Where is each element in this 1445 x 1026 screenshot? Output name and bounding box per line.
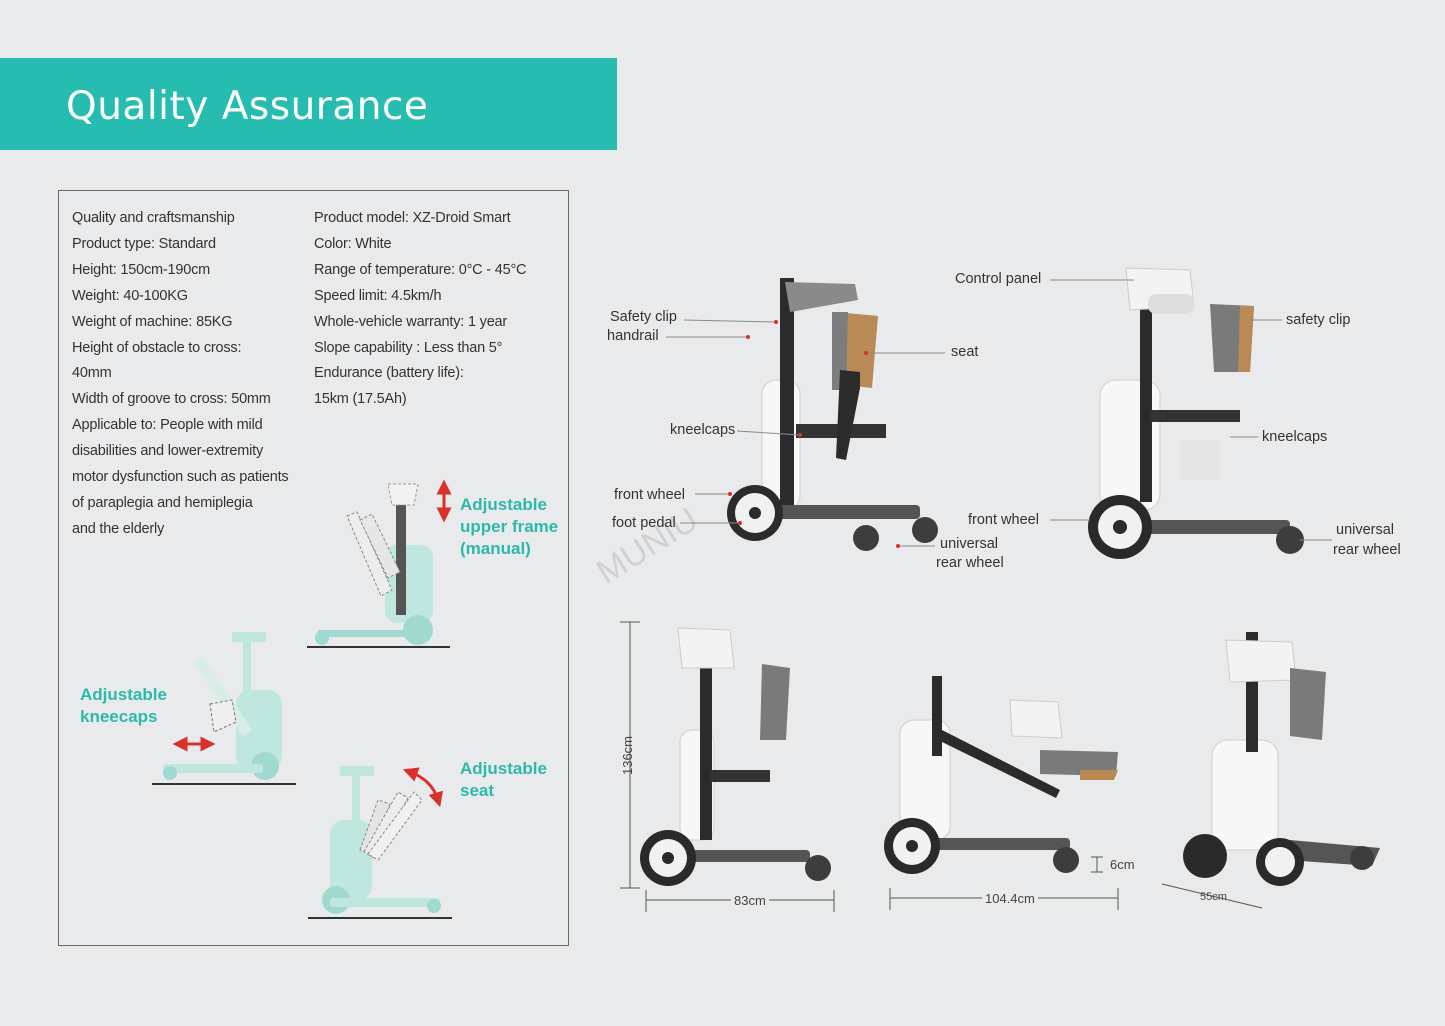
- seat-diagram: [308, 766, 452, 919]
- spec-item: Product type: Standard: [72, 235, 216, 252]
- kneecaps-diagram: [152, 632, 296, 785]
- label-line: Adjustable: [80, 685, 167, 704]
- spec-item: Weight of machine: 85KG: [72, 313, 233, 330]
- callout-universal: universal: [1336, 522, 1395, 538]
- spec-item: Endurance (battery life):: [314, 365, 464, 382]
- spec-box: [58, 190, 569, 946]
- callout-front-wheel: front wheel: [614, 487, 685, 503]
- callout-dots-left: [728, 320, 900, 548]
- spec-item: Height of obstacle to cross:: [72, 339, 242, 356]
- spec-item: Product model: XZ-Droid Smart: [314, 210, 511, 226]
- adjustable-kneecaps-label: Adjustable kneecaps: [80, 684, 167, 728]
- product-photo-dim-b: [884, 676, 1119, 910]
- adjustable-upper-frame-label: Adjustable upper frame (manual): [460, 494, 558, 560]
- spec-item: Color: White: [314, 235, 392, 252]
- callout-control-panel: Control panel: [955, 271, 1042, 287]
- label-line: Adjustable: [460, 759, 547, 778]
- upper-frame-diagram: [307, 479, 452, 648]
- callout-handrail: handrail: [607, 328, 659, 344]
- dim-width: 55cm: [1200, 891, 1227, 903]
- label-line: (manual): [460, 539, 531, 558]
- spec-list-right: Product model: XZ-Droid Smart Color: Whi…: [314, 206, 527, 413]
- callout-seat: seat: [951, 344, 979, 360]
- spec-item: Range of temperature: 0°C - 45°C: [314, 261, 527, 278]
- callout-safety-clip: Safety clip: [610, 309, 677, 325]
- spec-item: Whole-vehicle warranty: 1 year: [314, 313, 508, 330]
- adjustable-seat-label: Adjustable seat: [460, 758, 547, 802]
- callout-kneelcaps: kneelcaps: [670, 422, 736, 438]
- callout-kneelcaps: kneelcaps: [1262, 429, 1328, 445]
- spec-item: motor dysfunction such as patients: [72, 469, 289, 486]
- spec-item: and the elderly: [72, 520, 165, 537]
- spec-item: 40mm: [72, 365, 112, 382]
- callout-lines-left: [666, 319, 945, 547]
- dim-clearance: 6cm: [1110, 857, 1135, 872]
- label-line: kneecaps: [80, 707, 158, 726]
- spec-item: Applicable to: People with mild: [72, 417, 263, 434]
- callout-lines-right: [1050, 279, 1332, 541]
- product-photo-side: [1088, 267, 1304, 559]
- product-photo-front: [727, 278, 938, 551]
- spec-item: Slope capability : Less than 5°: [314, 339, 503, 356]
- callout-safety-clip: safety clip: [1286, 312, 1351, 328]
- dim-length: 83cm: [731, 893, 769, 908]
- spec-item: Width of groove to cross: 50mm: [72, 391, 271, 408]
- dim-folded-length: 104.4cm: [982, 891, 1038, 906]
- label-line: upper frame: [460, 517, 559, 536]
- spec-item: of paraplegia and hemiplegia: [72, 494, 253, 511]
- product-photo-dim-c: [1161, 632, 1380, 909]
- spec-item: disabilities and lower-extremity: [72, 443, 264, 460]
- label-line: seat: [460, 781, 495, 800]
- header-band: [0, 58, 617, 150]
- product-photo-dim-a: [620, 621, 835, 912]
- callout-rear-wheel: rear wheel: [936, 555, 1004, 571]
- dim-height: 136cm: [620, 735, 636, 776]
- callout-rear-wheel: rear wheel: [1333, 542, 1401, 558]
- callout-foot-pedal: foot pedal: [612, 515, 676, 531]
- page-title: Quality Assurance: [66, 84, 429, 129]
- spec-item: Weight: 40-100KG: [72, 287, 188, 304]
- callout-front-wheel: front wheel: [968, 512, 1039, 528]
- label-line: Adjustable: [460, 495, 547, 514]
- callout-universal: universal: [940, 536, 999, 552]
- spec-item: Speed limit: 4.5km/h: [314, 287, 442, 304]
- spec-item: Quality and craftsmanship: [72, 210, 235, 226]
- spec-item: 15km (17.5Ah): [314, 391, 407, 408]
- spec-list-left: Quality and craftsmanship Product type: …: [72, 206, 289, 543]
- spec-item: Height: 150cm-190cm: [72, 261, 211, 278]
